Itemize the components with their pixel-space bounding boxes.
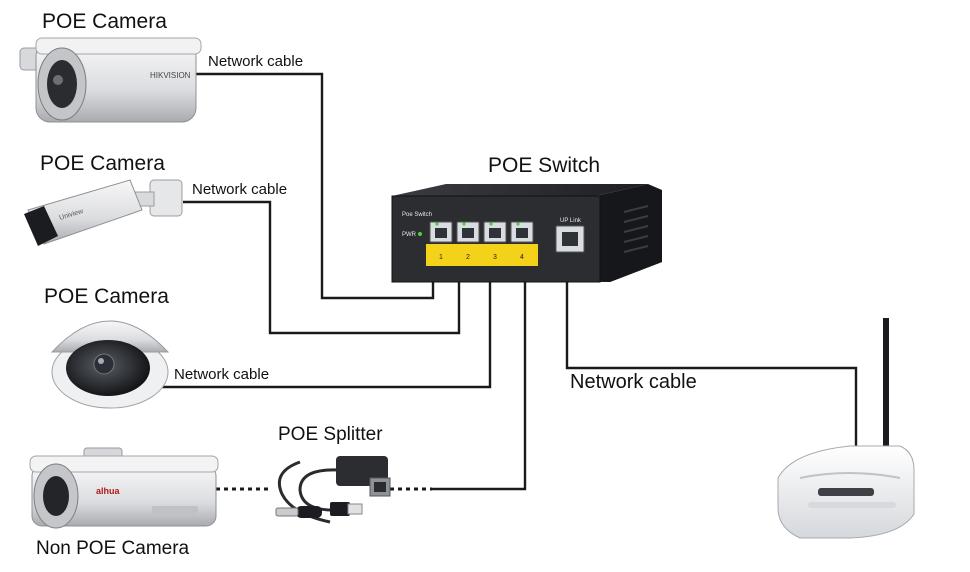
switch-port-2-number: 2 [466, 254, 470, 261]
non-poe-camera-image: alhua [29, 447, 219, 529]
poe-switch-label: POE Switch [488, 154, 601, 177]
non-poe-camera-label: Non POE Camera [36, 538, 190, 559]
cable-router [565, 282, 858, 446]
switch-pwr-text: PWR [402, 232, 417, 238]
poe-camera-2-label: POE Camera [40, 152, 165, 175]
camera-1-brand-text: HIKVISION [150, 71, 191, 80]
poe-camera-3-label: POE Camera [44, 285, 169, 308]
switch-port-1-number: 1 [439, 254, 443, 261]
switch-uplink-text: UP Link [560, 218, 582, 224]
camera-4-brand-text: alhua [96, 486, 121, 496]
cable-3-label: Network cable [174, 366, 270, 383]
poe-camera-1-label: POE Camera [42, 10, 167, 33]
wireless-router-image [777, 318, 915, 539]
switch-panel-text: Poe Switch [402, 212, 432, 218]
switch-port-3-number: 3 [493, 254, 497, 261]
poe-splitter-label: POE Splitter [278, 424, 383, 445]
poe-switch-image: Poe Switch PWR UP Link 1 2 3 4 [391, 184, 662, 283]
poe-splitter-image [275, 456, 391, 524]
cable-camera-2 [183, 200, 461, 335]
cable-1-label: Network cable [208, 53, 304, 70]
poe-camera-1-image: HIKVISION [19, 37, 202, 123]
cable-4-label: Network cable [570, 371, 697, 393]
cable-camera-3 [150, 270, 492, 389]
switch-port-4-number: 4 [520, 254, 524, 261]
cable-splitter [432, 270, 527, 491]
poe-camera-3-dome-image [50, 320, 170, 409]
cable-camera-1 [196, 72, 435, 300]
cable-2-label: Network cable [192, 181, 288, 198]
poe-camera-2-image: Uniview [24, 179, 183, 246]
cable-lines [150, 72, 858, 491]
